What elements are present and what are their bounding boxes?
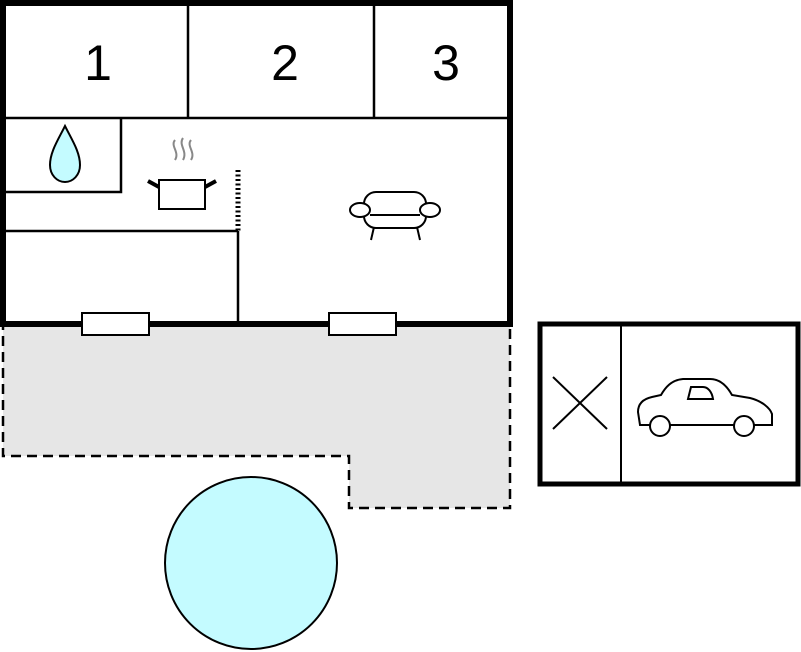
water-drop-icon	[48, 123, 82, 184]
window-right	[328, 312, 397, 336]
cooking-pot-icon	[147, 137, 217, 210]
sofa-icon	[349, 191, 441, 241]
bathroom-wall	[3, 118, 123, 194]
car-icon	[636, 378, 773, 437]
bedroom-1-label: 1	[84, 35, 112, 91]
pool-icon	[164, 476, 338, 650]
bedroom-2-label: 2	[271, 35, 299, 91]
house-outer-wall	[0, 0, 513, 327]
window-left	[81, 312, 150, 336]
bedroom-3-label: 3	[432, 35, 460, 91]
cross-icon	[552, 376, 608, 430]
terrace	[1, 322, 512, 510]
